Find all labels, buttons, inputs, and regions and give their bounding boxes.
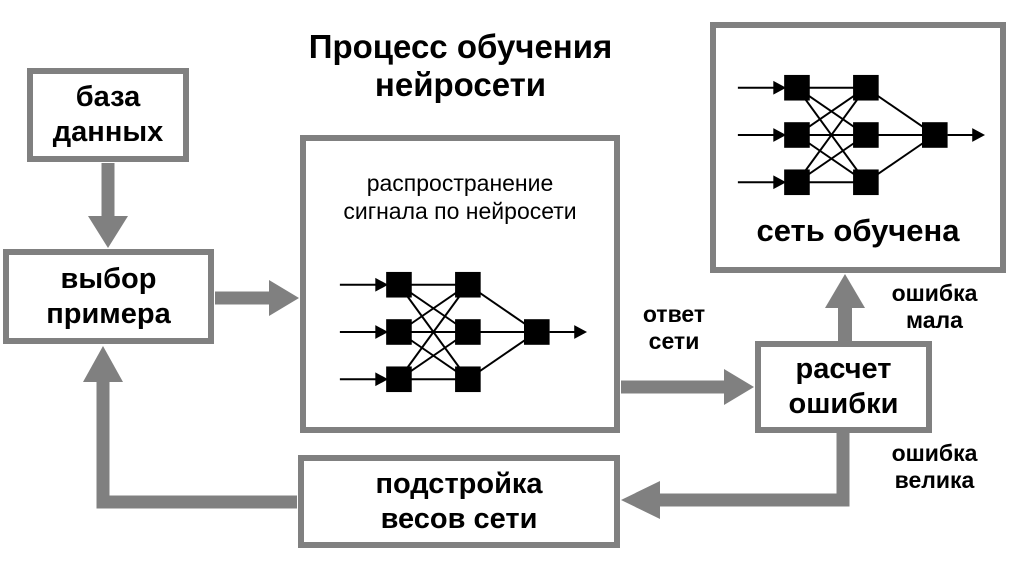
node-error-calculation-label-line1: расчет	[795, 353, 892, 385]
page-title: Процесс обучения нейросети	[268, 28, 653, 104]
page-title-line1: Процесс обучения	[308, 28, 613, 65]
node-error-calculation-label-line2: ошибки	[788, 388, 899, 420]
neural-network-icon	[339, 271, 588, 393]
node-signal-propagation-label: распространение сигнала по нейросети	[343, 169, 576, 225]
propagation-label-line1: распространение	[366, 170, 554, 196]
error-large-line1: ошибка	[891, 440, 978, 466]
node-database-label-line1: база	[75, 81, 141, 113]
error-large-line2: велика	[894, 467, 975, 493]
node-network-trained-label: сеть обучена	[756, 213, 960, 248]
network-answer-line1: ответ	[642, 301, 706, 327]
network-answer-line2: сети	[648, 328, 700, 354]
node-adjust-weights-label-line1: подстройка	[375, 467, 543, 500]
node-network-trained: сеть обучена	[710, 22, 1006, 273]
arrow-propagation-to-error	[621, 369, 754, 405]
page-title-line2: нейросети	[374, 66, 547, 103]
edge-label-network-answer: ответ сети	[608, 301, 740, 355]
node-adjust-weights-label-line2: весов сети	[380, 502, 538, 535]
error-small-line1: ошибка	[891, 280, 978, 306]
node-signal-propagation: распространение сигнала по нейросети	[300, 135, 620, 433]
node-select-example: выбор примера	[3, 249, 214, 344]
node-error-calculation: расчет ошибки	[755, 341, 932, 433]
neural-network-icon	[737, 74, 986, 196]
error-small-line2: мала	[906, 307, 963, 333]
node-select-example-label-line1: выбор	[60, 262, 157, 295]
node-database: база данных	[27, 68, 189, 162]
propagation-label-line2: сигнала по нейросети	[343, 198, 577, 224]
node-adjust-weights: подстройка весов сети	[298, 455, 620, 548]
arrow-select-to-propagation	[215, 280, 299, 316]
node-select-example-label-line2: примера	[46, 297, 171, 330]
arrow-adjust-to-select	[83, 346, 297, 509]
edge-label-error-small: ошибка мала	[872, 280, 997, 334]
node-database-label-line2: данных	[52, 116, 164, 148]
arrow-error-to-trained	[825, 274, 865, 342]
arrow-error-to-adjust	[621, 432, 850, 519]
edge-label-error-large: ошибка велика	[872, 440, 997, 494]
arrow-database-to-select	[88, 163, 128, 248]
